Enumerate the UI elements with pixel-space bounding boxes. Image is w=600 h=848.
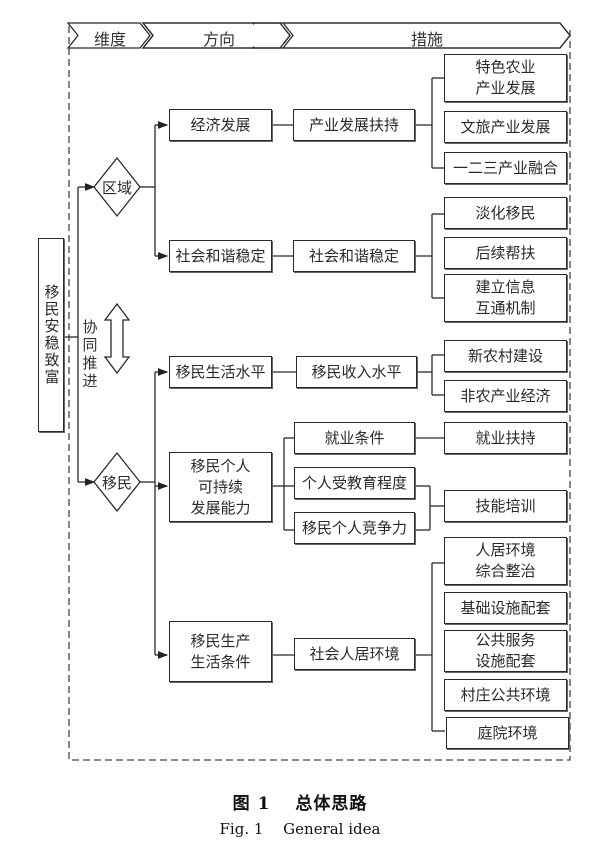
measure-skill-training: 技能培训 [444, 490, 567, 522]
measure-culture-tourism: 文旅产业发展 [444, 111, 567, 143]
diamond-region [93, 156, 141, 218]
header-chevron-dimension [66, 22, 151, 49]
measure-special-agriculture: 特色农业 产业发展 [444, 54, 567, 102]
subdirection-income: 移民收入水平 [296, 356, 417, 388]
synergy-label: 协同推进 [82, 318, 98, 390]
synergy-label-text: 协同推进 [82, 318, 98, 390]
direction-sustainable-development: 移民个人 可持续 发展能力 [169, 452, 272, 522]
measure-new-countryside: 新农村建设 [444, 340, 567, 372]
subdirection-social-stability: 社会和谐稳定 [293, 240, 415, 272]
subdirection-industry-support: 产业发展扶持 [293, 109, 415, 141]
measure-non-agri-economy: 非农产业经济 [444, 380, 567, 412]
subdirection-employment-conditions: 就业条件 [294, 422, 415, 454]
dimension-migrant-label: 移民 [101, 474, 132, 492]
dashed-frame [68, 26, 571, 761]
measure-industry-integration: 一二三产业融合 [444, 152, 567, 184]
subdirection-education: 个人受教育程度 [294, 467, 415, 499]
subdirection-living-environment: 社会人居环境 [294, 638, 415, 670]
measure-follow-up-support: 后续帮扶 [444, 237, 567, 269]
measure-village-environment: 村庄公共环境 [444, 679, 567, 711]
root-goal-box: 移民安稳致富 [38, 238, 64, 432]
measure-info-mechanism: 建立信息 互通机制 [444, 274, 567, 322]
double-arrow-icon [103, 302, 131, 375]
dimension-region-label: 区域 [101, 179, 132, 197]
header-dimension: 维度 [94, 30, 127, 49]
direction-production-living: 移民生产 生活条件 [169, 621, 272, 682]
measure-public-service: 公共服务 设施配套 [444, 630, 567, 672]
direction-living-standard: 移民生活水平 [169, 356, 272, 388]
header-direction: 方向 [203, 30, 236, 49]
measure-employment-support: 就业扶持 [444, 422, 567, 454]
measure-infrastructure: 基础设施配套 [444, 592, 567, 624]
direction-social-harmony: 社会和谐稳定 [169, 240, 272, 272]
direction-economic: 经济发展 [169, 109, 272, 141]
diamond-migrant [93, 451, 141, 513]
measure-courtyard-environment: 庭院环境 [446, 717, 569, 749]
measure-dilute-migrant: 淡化移民 [444, 197, 567, 229]
figure-caption-chinese: 图 1 总体思路 [232, 794, 368, 814]
figure-caption-english: Fig. 1 General idea [219, 820, 381, 838]
header-measures: 措施 [411, 30, 444, 49]
subdirection-competitiveness: 移民个人竞争力 [294, 512, 415, 544]
measure-environment-improvement: 人居环境 综合整治 [444, 537, 567, 585]
